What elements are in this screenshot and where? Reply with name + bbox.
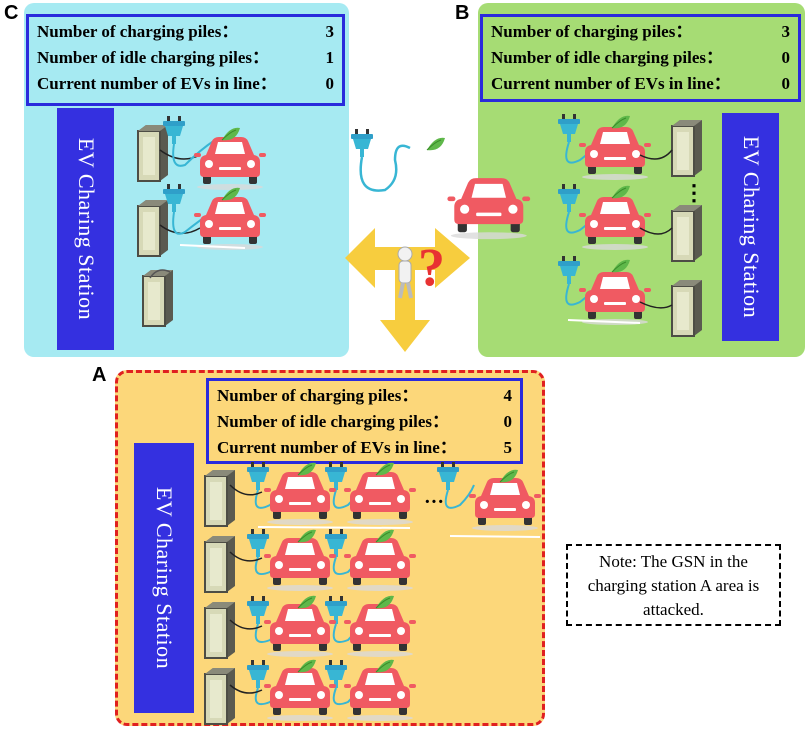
charge-row-a-2 <box>229 529 416 591</box>
pile-b-3 <box>671 279 703 337</box>
info-label: Number of idle charging piles： <box>491 48 724 67</box>
question-mark: ? <box>418 237 445 297</box>
charge-row-a-3 <box>229 595 416 657</box>
info-value: 3 <box>325 22 335 41</box>
info-label: Number of charging piles： <box>491 22 693 41</box>
leaf-b-1 <box>611 115 631 129</box>
info-value: 0 <box>781 74 791 93</box>
leaf-b-3 <box>611 259 631 273</box>
info-label: Current number of EVs in line： <box>37 74 277 93</box>
info-label: Current number of EVs in line： <box>491 74 731 93</box>
car-c-1 <box>194 137 266 190</box>
info-row: Current number of EVs in line： 5 <box>217 435 512 461</box>
info-label: Number of idle charging piles： <box>217 412 450 431</box>
info-value: 5 <box>503 438 513 457</box>
info-value: 0 <box>781 48 791 67</box>
panel-a-letter: A <box>92 364 107 386</box>
info-value: 0 <box>325 74 335 93</box>
car-b-3 <box>579 272 651 325</box>
car-c-2 <box>194 197 266 250</box>
leaf-b-2 <box>611 185 631 199</box>
station-label-c: EV Charing Station <box>57 108 114 350</box>
ellipsis-a: ··· <box>424 491 444 513</box>
person-figure <box>397 246 413 299</box>
pile-c-3 <box>142 269 174 327</box>
plug-b-3 <box>558 256 580 284</box>
charge-row-a-1 <box>229 462 541 531</box>
info-row: Number of charging piles： 4 <box>217 383 512 409</box>
info-label: Number of charging piles： <box>37 22 239 41</box>
info-label: Number of charging piles： <box>217 386 419 405</box>
note-line-3: attacked. <box>643 600 704 619</box>
info-box-c: Number of charging piles： 3 Number of idl… <box>26 14 345 106</box>
pile-a-1 <box>204 469 236 527</box>
info-row: Number of idle charging piles： 1 <box>37 45 334 71</box>
info-value: 4 <box>503 386 513 405</box>
note-box: Note: The GSN in the charging station A … <box>566 544 781 626</box>
pile-a-4 <box>204 667 236 725</box>
plug-center <box>351 129 373 157</box>
plug-b-1 <box>558 114 580 142</box>
charge-row-a-4 <box>229 659 416 721</box>
info-row: Number of charging piles： 3 <box>37 19 334 45</box>
plug-b-2 <box>558 184 580 212</box>
pile-a-2 <box>204 535 236 593</box>
info-value: 0 <box>503 412 513 431</box>
info-row: Current number of EVs in line： 0 <box>37 71 334 97</box>
info-row: Number of charging piles： 3 <box>491 19 790 45</box>
note-line-1: Note: The GSN in the <box>599 552 748 571</box>
car-b-2 <box>579 197 651 250</box>
info-box-a: Number of charging piles： 4 Number of idl… <box>206 378 523 464</box>
station-label-a: EV Charing Station <box>134 443 194 713</box>
info-box-b: Number of charging piles： 3 Number of idl… <box>480 14 801 102</box>
pile-b-1 <box>671 119 703 177</box>
panel-b-letter: B <box>455 2 470 24</box>
info-value: 3 <box>781 22 791 41</box>
pile-b-2 <box>671 204 703 262</box>
info-row: Number of idle charging piles： 0 <box>491 45 790 71</box>
pile-a-3 <box>204 601 236 659</box>
car-b-1 <box>579 127 651 180</box>
info-label: Current number of EVs in line： <box>217 438 457 457</box>
info-value: 1 <box>325 48 335 67</box>
ellipsis-b: ⋮ <box>683 180 705 205</box>
station-label-b: EV Charing Station <box>722 113 779 341</box>
leaf-center <box>426 137 446 151</box>
info-row: Number of idle charging piles： 0 <box>217 409 512 435</box>
panel-c-letter: C <box>4 2 19 24</box>
note-line-2: charging station A area is <box>587 576 760 595</box>
info-row: Current number of EVs in line： 0 <box>491 71 790 97</box>
car-center <box>447 178 531 240</box>
info-label: Number of idle charging piles： <box>37 48 270 67</box>
